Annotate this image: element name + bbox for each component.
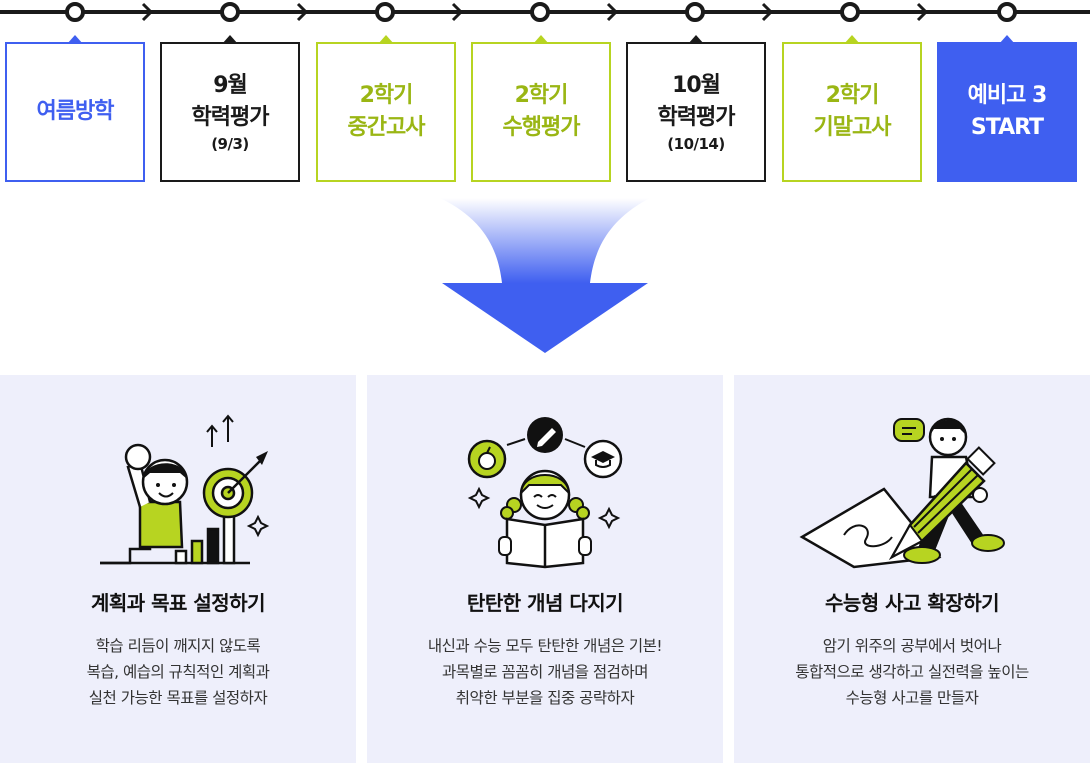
timeline-node (65, 2, 85, 22)
timeline-step-start: 예비고 3 START (937, 35, 1077, 182)
chevron-right-icon (451, 2, 464, 22)
card-title: 수능형 사고 확장하기 (824, 591, 1000, 615)
timeline-node (530, 2, 550, 22)
timeline-step-oct-exam: 10월 학력평가 (10/14) (626, 35, 766, 182)
target-goal-icon (100, 414, 270, 565)
step-line-1: 예비고 3 (967, 83, 1048, 108)
card-thinking-expansion: 수능형 사고 확장하기 암기 위주의 공부에서 벗어나 통합적으로 생각하고 실… (734, 375, 1090, 763)
chevron-right-icon (296, 2, 309, 22)
timeline-node (997, 2, 1017, 22)
card-title: 탄탄한 개념 다지기 (466, 591, 624, 615)
step-line-1: 2학기 (359, 83, 414, 108)
step-pointer (67, 35, 83, 44)
timeline-node (375, 2, 395, 22)
step-line-3: (9/3) (211, 135, 249, 153)
chevron-right-icon (916, 2, 929, 22)
reading-student-icon (467, 417, 623, 569)
card-desc-line: 취약한 부분을 집중 공략하자 (455, 689, 635, 707)
step-line-2: 학력평가 (657, 105, 736, 130)
timeline-track (0, 2, 1090, 22)
step-pointer (999, 35, 1015, 44)
timeline-step-performance: 2학기 수행평가 (471, 35, 611, 182)
timeline: 여름방학 9월 학력평가 (9/3) 2학기 중간고사 2학기 수행평가 10월… (0, 0, 1090, 190)
step-line-1: 여름방학 (36, 99, 115, 124)
card-desc-line: 통합적으로 생각하고 실전력을 높이는 (795, 663, 1029, 681)
timeline-step-summer: 여름방학 (5, 35, 145, 182)
step-line-2: 기말고사 (813, 115, 892, 140)
step-pointer (688, 35, 704, 44)
step-line-2: 수행평가 (502, 115, 581, 140)
timeline-node (220, 2, 240, 22)
card-desc-line: 실천 가능한 목표를 설정하자 (88, 689, 268, 707)
pencil-writing-icon (799, 417, 1005, 569)
card-goal-setting: 계획과 목표 설정하기 학습 리듬이 깨지지 않도록 복습, 예습의 규칙적인 … (0, 375, 356, 763)
chevron-right-icon (606, 2, 619, 22)
timeline-node (685, 2, 705, 22)
timeline-node (840, 2, 860, 22)
step-line-1: 9월 (213, 73, 248, 98)
step-pointer (378, 35, 394, 44)
timeline-step-final: 2학기 기말고사 (782, 35, 922, 182)
chevron-right-icon (141, 2, 154, 22)
card-description: 암기 위주의 공부에서 벗어나 통합적으로 생각하고 실전력을 높이는 수능형 … (734, 633, 1090, 711)
step-line-1: 10월 (672, 73, 721, 98)
step-line-2: 학력평가 (191, 105, 270, 130)
step-line-2: 중간고사 (347, 115, 426, 140)
card-description: 학습 리듬이 깨지지 않도록 복습, 예습의 규칙적인 계획과 실천 가능한 목… (0, 633, 356, 711)
step-pointer (222, 35, 238, 44)
step-line-1: 2학기 (825, 83, 880, 108)
step-pointer (844, 35, 860, 44)
chevron-right-icon (761, 2, 774, 22)
step-line-1: 2학기 (514, 83, 569, 108)
card-desc-line: 내신과 수능 모두 탄탄한 개념은 기본! (427, 637, 663, 655)
card-description: 내신과 수능 모두 탄탄한 개념은 기본! 과목별로 꼼꼼히 개념을 점검하며 … (367, 633, 723, 711)
step-pointer (533, 35, 549, 44)
step-line-2: START (970, 115, 1044, 140)
timeline-step-sept-exam: 9월 학력평가 (9/3) (160, 35, 300, 182)
card-desc-line: 복습, 예습의 규칙적인 계획과 (86, 663, 270, 681)
card-concept-building: 탄탄한 개념 다지기 내신과 수능 모두 탄탄한 개념은 기본! 과목별로 꼼꼼… (367, 375, 723, 763)
card-desc-line: 학습 리듬이 깨지지 않도록 (95, 637, 261, 655)
step-line-3: (10/14) (667, 135, 725, 153)
card-title: 계획과 목표 설정하기 (90, 591, 266, 615)
card-desc-line: 과목별로 꼼꼼히 개념을 점검하며 (442, 663, 648, 681)
timeline-step-midterm: 2학기 중간고사 (316, 35, 456, 182)
card-desc-line: 암기 위주의 공부에서 벗어나 (822, 637, 1002, 655)
down-arrow-icon (440, 198, 650, 353)
card-desc-line: 수능형 사고를 만들자 (845, 689, 979, 707)
